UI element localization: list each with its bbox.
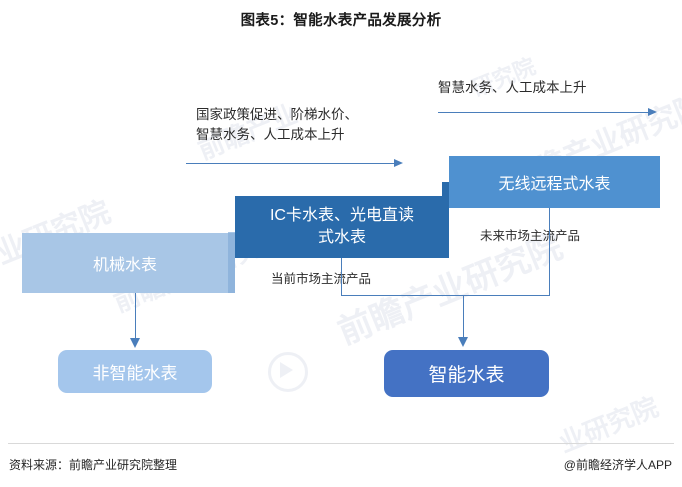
node-mechanical-water-meter[interactable]: 机械水表 <box>22 233 228 293</box>
node-ic-card-label: IC卡水表、光电直读 式水表 <box>270 205 414 248</box>
node-ic-card-label-line-1: IC卡水表、光电直读 <box>269 207 414 225</box>
edge-label-line-2: 智慧水务、人工成本上升 <box>196 126 345 142</box>
edge-line-join-to-smart <box>463 295 464 337</box>
edge-line-wireless-to-smart <box>549 208 550 296</box>
annotation-current-mainstream: 当前市场主流产品 <box>271 272 372 286</box>
edge-arrowhead-mechanical-to-ic <box>394 158 403 167</box>
node-ic-card-water-meter[interactable]: IC卡水表、光电直读 式水表 <box>235 196 449 258</box>
node-non-smart-water-meter[interactable]: 非智能水表 <box>58 350 212 393</box>
edge-arrowhead-join-to-smart <box>457 337 468 347</box>
node-non-smart-label: 非智能水表 <box>92 364 178 383</box>
node-smart-water-meter[interactable]: 智能水表 <box>384 350 549 397</box>
edge-label-mechanical-to-ic: 国家政策促进、阶梯水价、 智慧水务、人工成本上升 <box>196 105 358 144</box>
footer-source: 资料来源：前瞻产业研究院整理 <box>9 458 178 472</box>
edge-label-ic-to-wireless: 智慧水务、人工成本上升 <box>438 80 587 95</box>
annotation-future-mainstream: 未来市场主流产品 <box>480 229 581 243</box>
edge-bracket-join <box>341 295 550 296</box>
page-title: 图表5：智能水表产品发展分析 <box>240 13 442 29</box>
edge-line-ic-to-wireless <box>438 112 650 113</box>
edge-line-mechanical-to-nonsmart <box>135 293 136 338</box>
node-ic-card-label-line-2: 式水表 <box>317 229 366 246</box>
edge-label-line-1: 国家政策促进、阶梯水价、 <box>196 107 358 122</box>
node-wireless-label: 无线远程式水表 <box>498 176 611 193</box>
footer-divider <box>8 443 674 444</box>
edge-arrowhead-ic-to-wireless <box>648 107 657 116</box>
edge-line-ic-to-smart <box>341 258 342 296</box>
watermark-text: 业研究院 <box>554 391 663 459</box>
node-wireless-water-meter[interactable]: 无线远程式水表 <box>449 156 660 208</box>
footer-attribution: @前瞻经济学人APP <box>563 458 672 472</box>
edge-arrowhead-mechanical-to-nonsmart <box>129 338 140 348</box>
node-wireless-side-tab <box>442 182 449 208</box>
node-mechanical-side-tab <box>228 233 235 293</box>
node-mechanical-label: 机械水表 <box>92 257 157 274</box>
watermark-logo-icon <box>268 352 308 392</box>
node-smart-label: 智能水表 <box>428 365 505 386</box>
edge-line-mechanical-to-ic <box>186 163 396 164</box>
